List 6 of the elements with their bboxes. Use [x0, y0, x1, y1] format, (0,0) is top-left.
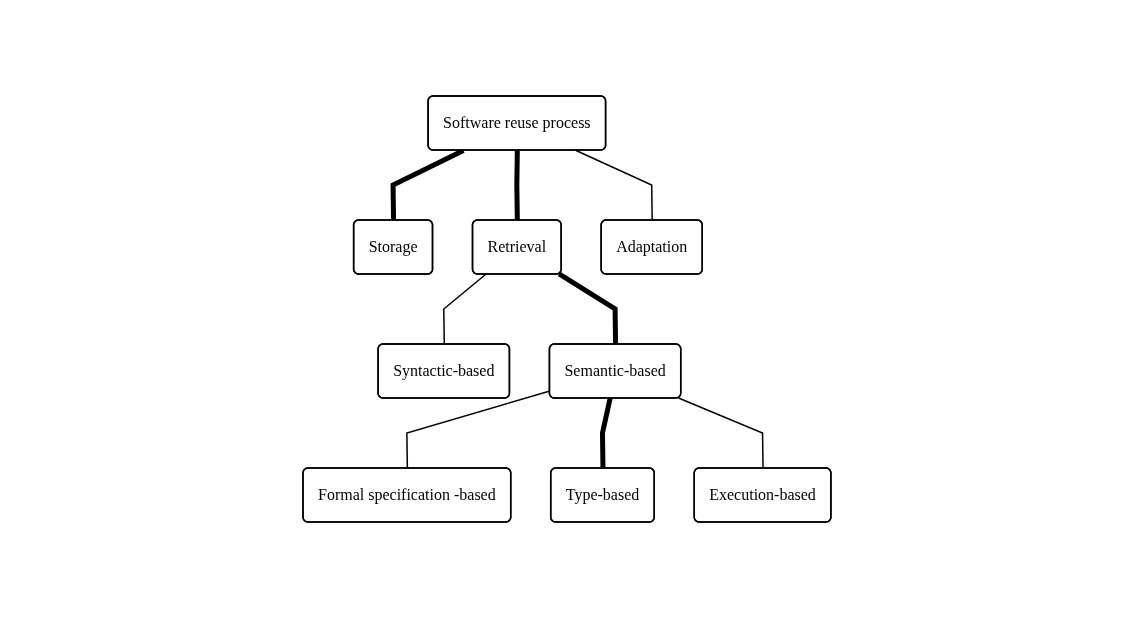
connector	[677, 396, 764, 469]
connector	[513, 149, 520, 221]
connector	[599, 397, 613, 469]
connector	[574, 149, 653, 221]
connector	[442, 273, 486, 345]
connector	[557, 271, 618, 345]
